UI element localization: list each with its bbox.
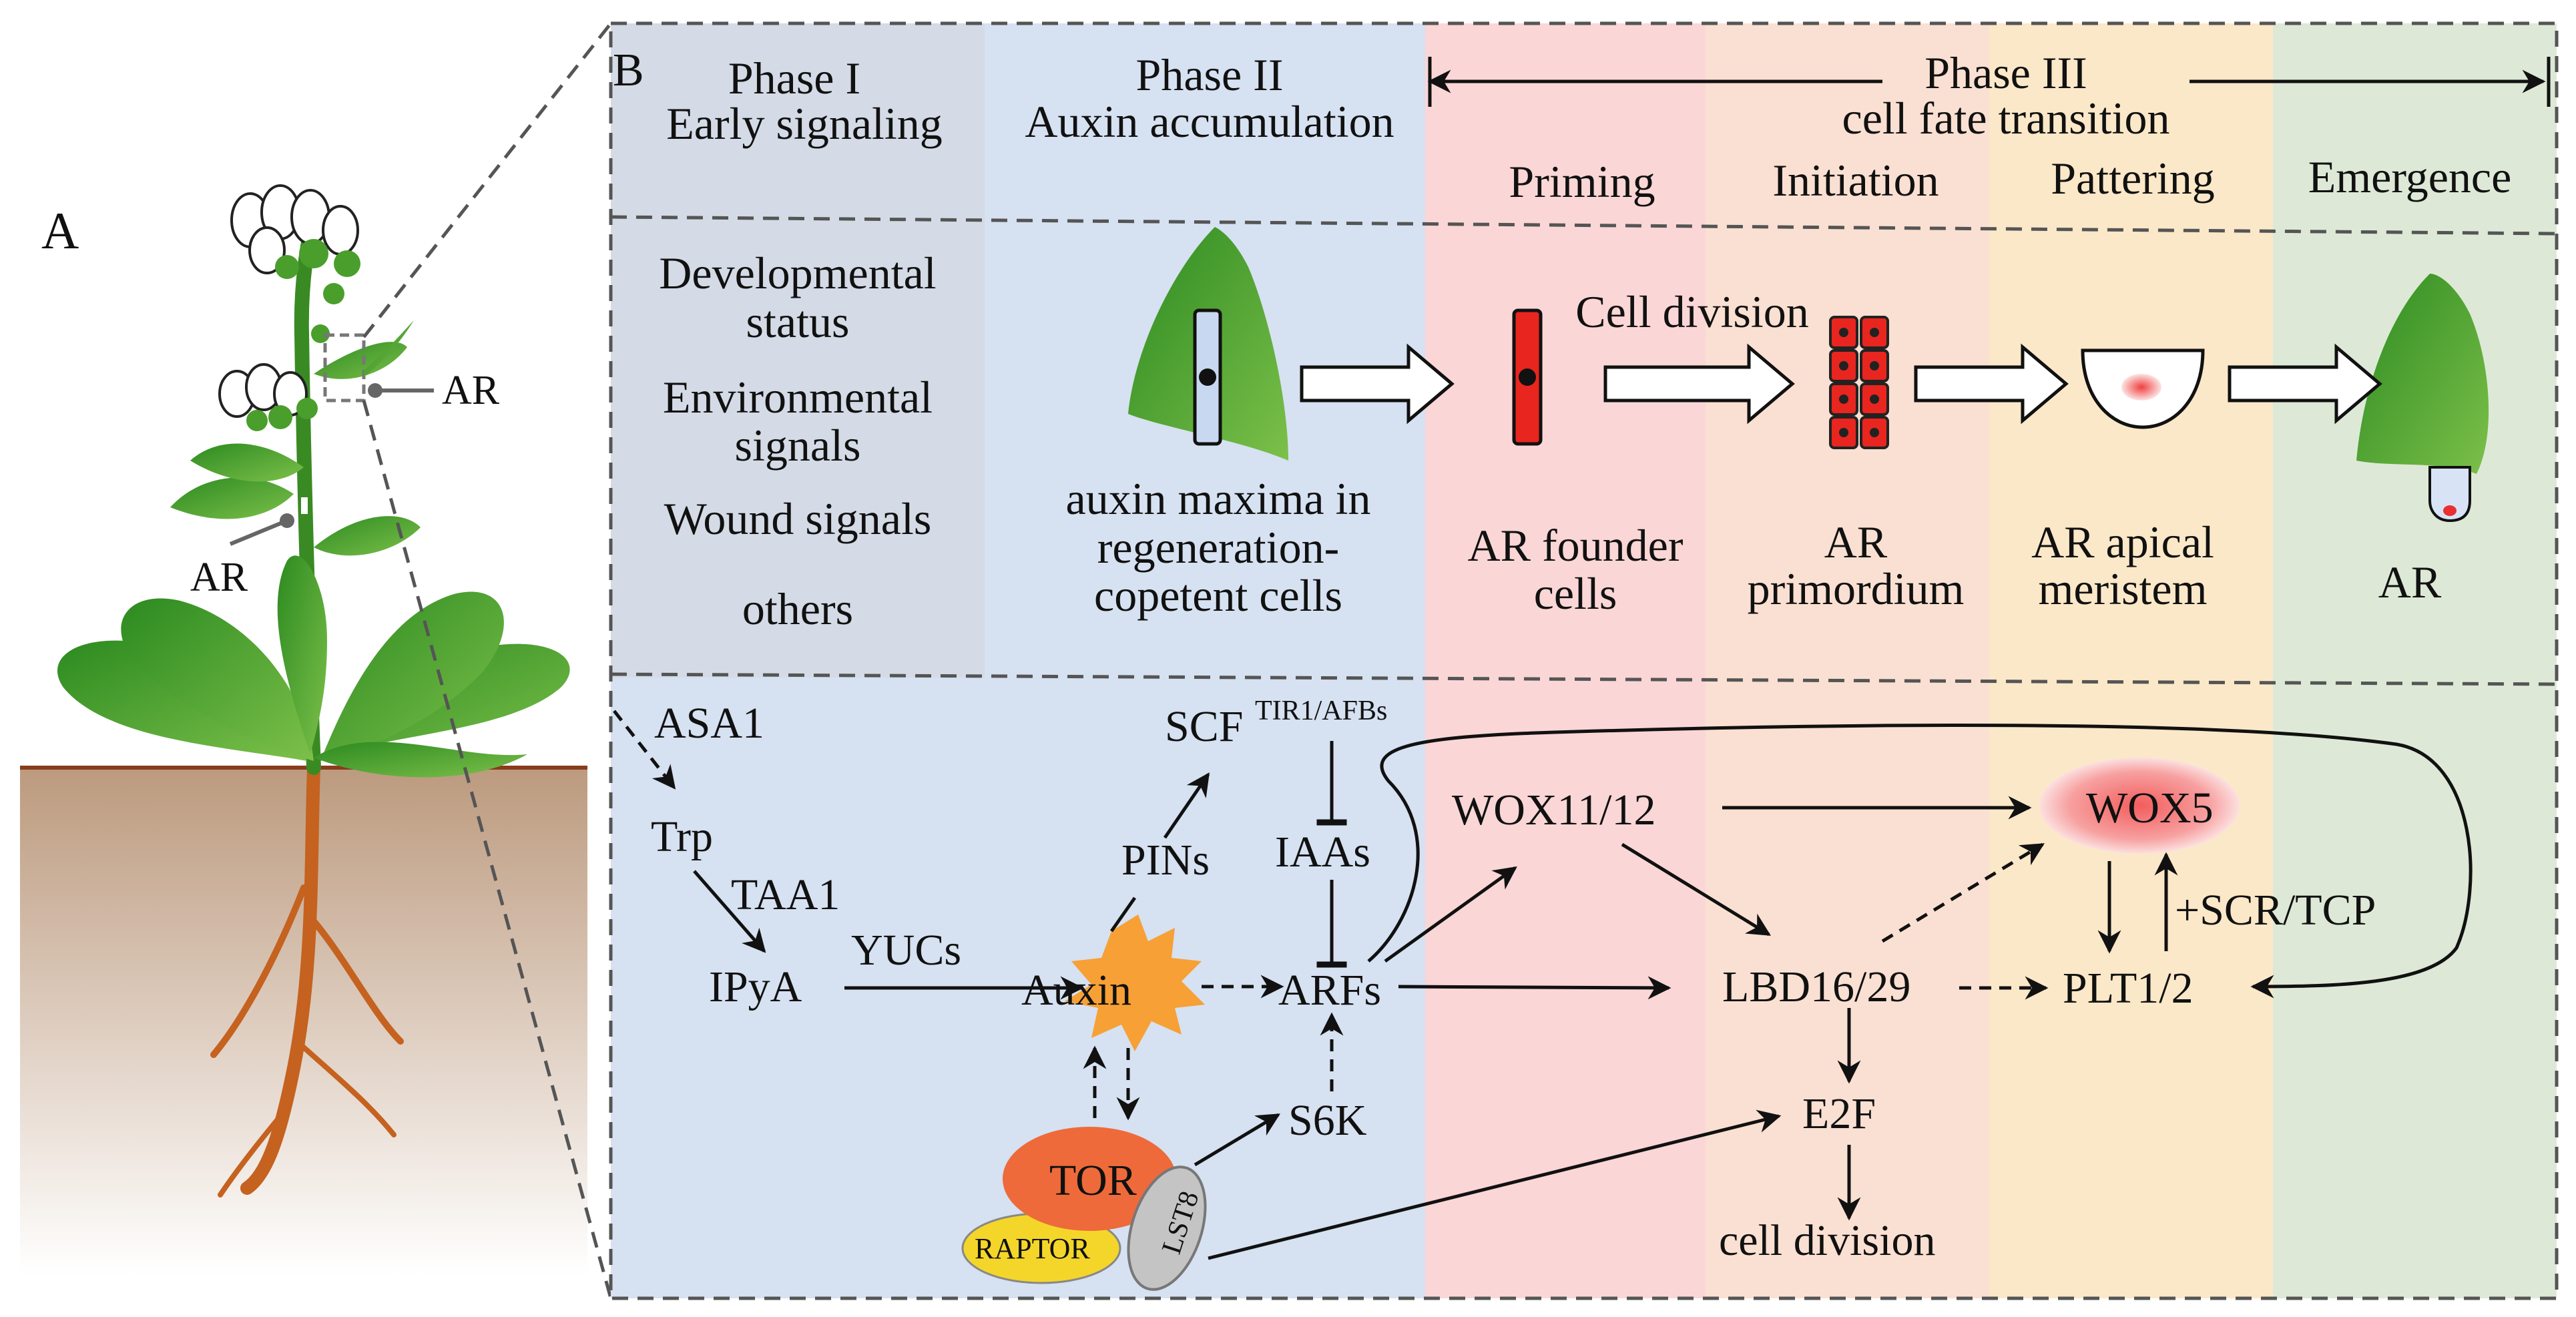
signal-environmental-2: signals [735,420,861,471]
phase1-title: Phase I [728,53,860,103]
panel-a-label: A [41,202,79,260]
pattering-column [1989,23,2273,1298]
edge-lbd-wox5 [1881,842,2045,943]
phase3-span-arrow [1427,57,2551,107]
node-taa1: TAA1 [731,870,840,919]
flower-clusters [218,184,360,431]
ar-lower-label: AR [190,555,248,600]
node-auxin: Auxin [1021,966,1131,1015]
phase2-subtitle: Auxin accumulation [1025,96,1394,147]
stage-arrow-3 [1914,343,2069,425]
emergence-column [2273,23,2557,1298]
wox5-node [2039,758,2240,854]
node-tor: TOR [1049,1156,1137,1205]
rosette-leaves [57,555,570,778]
signal-environmental: Environmental [663,372,933,423]
stem-leaves [170,342,421,556]
edge-tor-e2f [1208,1109,1782,1260]
node-lbd: LBD16/29 [1722,963,1910,1011]
caption-founder-1: AR founder [1468,520,1684,571]
node-wox1112: WOX11/12 [1452,786,1656,834]
ar-upper-label: AR [442,368,500,413]
stage-initiation: Initiation [1772,155,1939,206]
caption-auxin-maxima-2: regeneration- [1097,522,1339,573]
ar-lower-leader [229,519,288,546]
tor-node [1003,1127,1176,1231]
edge-arfs-wox1112 [1384,866,1517,963]
node-yucs: YUCs [851,926,961,975]
priming-column [1425,23,1706,1298]
zoom-line-bottom [362,400,613,1299]
node-s6k: S6K [1288,1096,1366,1145]
stage-priming: Priming [1509,156,1655,207]
caption-auxin-maxima-1: auxin maxima in [1065,473,1370,524]
edge-trp-ipya [693,870,766,953]
node-plt: PLT1/2 [2063,964,2194,1013]
node-scf: SCF [1165,702,1243,751]
signal-developmental: Developmental [659,248,936,298]
node-pins: PINs [1121,836,1210,884]
phase3-title: Phase III [1924,47,2087,98]
panel-b-frame [609,21,2559,1300]
roots [210,761,404,1198]
node-arfs: ARFs [1278,966,1381,1015]
phase-header: Phase I Early signaling Phase II Auxin a… [666,47,2511,207]
phase1-column [611,23,985,678]
node-cell-division: cell division [1719,1216,1935,1265]
edge-lst8-s6k [1194,1113,1281,1167]
phase3-subtitle: cell fate transition [1842,93,2170,144]
caption-auxin-maxima-3: copetent cells [1094,570,1342,621]
caption-ar: AR [2378,557,2442,607]
caption-meristem-1: AR apical [2031,517,2214,567]
node-e2f: E2F [1802,1089,1876,1138]
stage-arrow-1 [1300,343,1455,425]
node-trp: Trp [651,812,713,861]
stage-captions: auxin maxima in regeneration- copetent c… [1065,286,2441,621]
leaf-emerged-ar [2356,274,2489,474]
signal-developmental-2: status [746,296,850,347]
edge-arfs-plt-loop [1367,724,2473,999]
node-asa1: ASA1 [654,699,764,748]
edge-pins-scf [1163,772,1210,839]
node-scr-tcp: +SCR/TCP [2175,886,2376,935]
phase1-subtitle: Early signaling [666,98,943,149]
lst8-node [1127,1165,1207,1291]
signal-others: others [742,583,853,634]
stage-arrow-2 [1603,343,1795,425]
panel-a: A [20,22,613,1299]
signals-list: Developmental status Environmental signa… [659,248,936,634]
stage-emergence: Emergence [2308,152,2512,202]
node-ipya: IPyA [709,963,802,1011]
caption-founder-2: cells [1534,568,1617,619]
edge-auxin-pins [1109,896,1137,933]
edge-start-asa1 [613,710,676,790]
divider-2 [610,672,2557,686]
edge-wox1112-lbd [1621,842,1771,937]
ar-callout-box [323,333,366,403]
stage-illustrations [1128,227,2489,523]
auxin-star [1065,914,1205,1051]
caption-primordium-1: AR [1824,517,1888,567]
phase2-title: Phase II [1136,49,1284,100]
node-raptor: RAPTOR [975,1232,1090,1265]
initiation-column [1706,23,1989,1298]
caption-cell-division: Cell division [1575,286,1808,337]
caption-meristem-2: meristem [2038,563,2207,614]
signal-wound: Wound signals [664,493,932,544]
node-scf-sup: TIR1/AFBs [1255,696,1387,726]
stage-arrow-4 [2228,343,2382,425]
stage-pattering: Pattering [2051,153,2215,204]
panel-b-label: B [613,45,644,96]
signaling-network: ASA1 Trp TAA1 IPyA YUCs Auxin PINs SCF T… [613,696,2473,1291]
caption-primordium-2: primordium [1748,563,1965,614]
node-wox5: WOX5 [2086,784,2214,832]
zoom-line-top [362,22,612,338]
node-iaas: IAAs [1275,828,1370,876]
divider-1 [610,215,2557,236]
edge-arfs-lbd [1398,976,1671,1000]
panel-b: B Phase I Early signaling Phase II Auxin… [609,21,2559,1300]
